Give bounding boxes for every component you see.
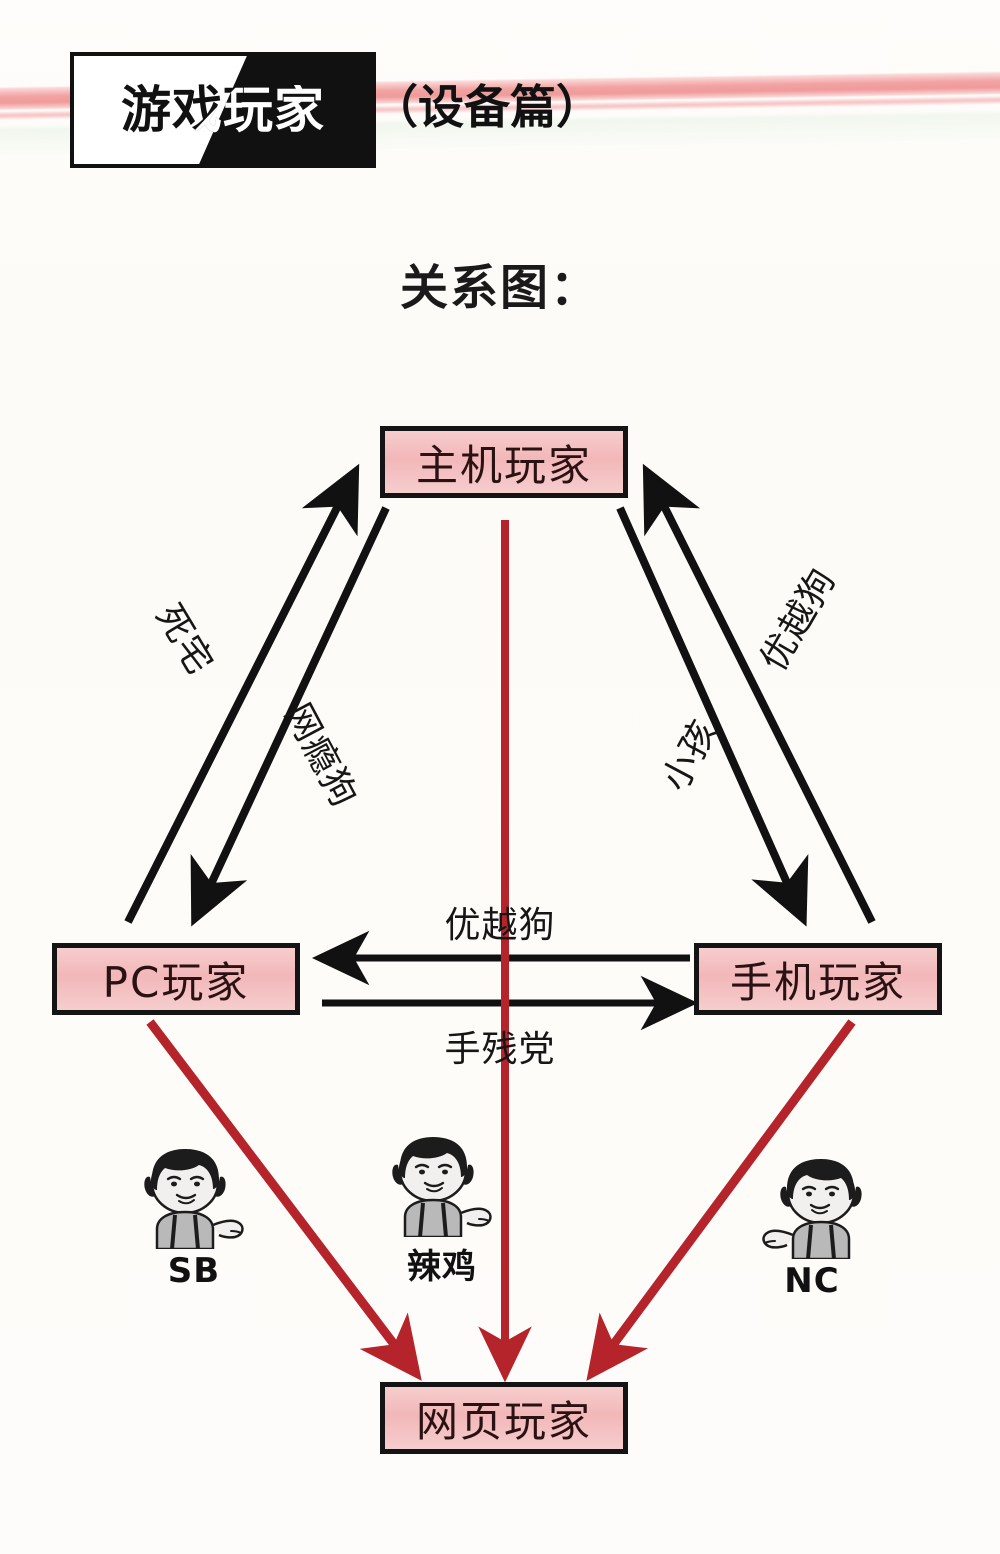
edge-pc-to-console <box>124 463 360 924</box>
node-mobile-player[interactable]: 手机玩家 <box>694 943 942 1015</box>
meme-face-pointing-icon <box>144 1149 244 1249</box>
banner-title-dark: 游戏玩家 <box>121 81 325 139</box>
edge-label-pc-to-mobile: 手残党 <box>444 1029 556 1070</box>
meme-caption-sb: SB <box>167 1251 221 1291</box>
node-web-player[interactable]: 网页玩家 <box>380 1382 628 1454</box>
header-banner: 游戏玩家 游戏玩家 <box>70 52 376 168</box>
edge-label-mobile-to-pc: 优越狗 <box>444 905 556 946</box>
page-title: 关系图： <box>399 260 600 316</box>
meme-face-pointing-icon <box>392 1137 492 1237</box>
edge-console-to-pc <box>190 506 390 927</box>
banner-text-wrap: 游戏玩家 游戏玩家 <box>74 56 372 164</box>
meme-figure-sb: SB <box>135 1145 253 1291</box>
edge-mobile-to-web <box>586 1019 856 1382</box>
meme-figure-laji: 辣鸡 <box>383 1133 501 1288</box>
node-pc-player[interactable]: PC玩家 <box>52 943 300 1015</box>
edge-pc-to-web <box>146 1019 422 1381</box>
meme-caption-nc: NC <box>784 1261 840 1301</box>
edge-console-to-mobile <box>616 506 809 927</box>
meme-figure-nc: NC <box>753 1155 871 1301</box>
node-console-player-label: 主机玩家 <box>415 440 592 490</box>
node-web-player-label: 网页玩家 <box>415 1396 592 1446</box>
node-console-player[interactable]: 主机玩家 <box>380 426 628 498</box>
meme-face-pointing-icon <box>762 1159 862 1259</box>
node-mobile-player-label: 手机玩家 <box>729 957 906 1007</box>
edge-mobile-to-console <box>642 463 876 924</box>
node-pc-player-label: PC玩家 <box>102 957 250 1007</box>
meme-caption-laji: 辣鸡 <box>407 1247 477 1287</box>
banner-subtitle: （设备篇） <box>372 80 602 134</box>
